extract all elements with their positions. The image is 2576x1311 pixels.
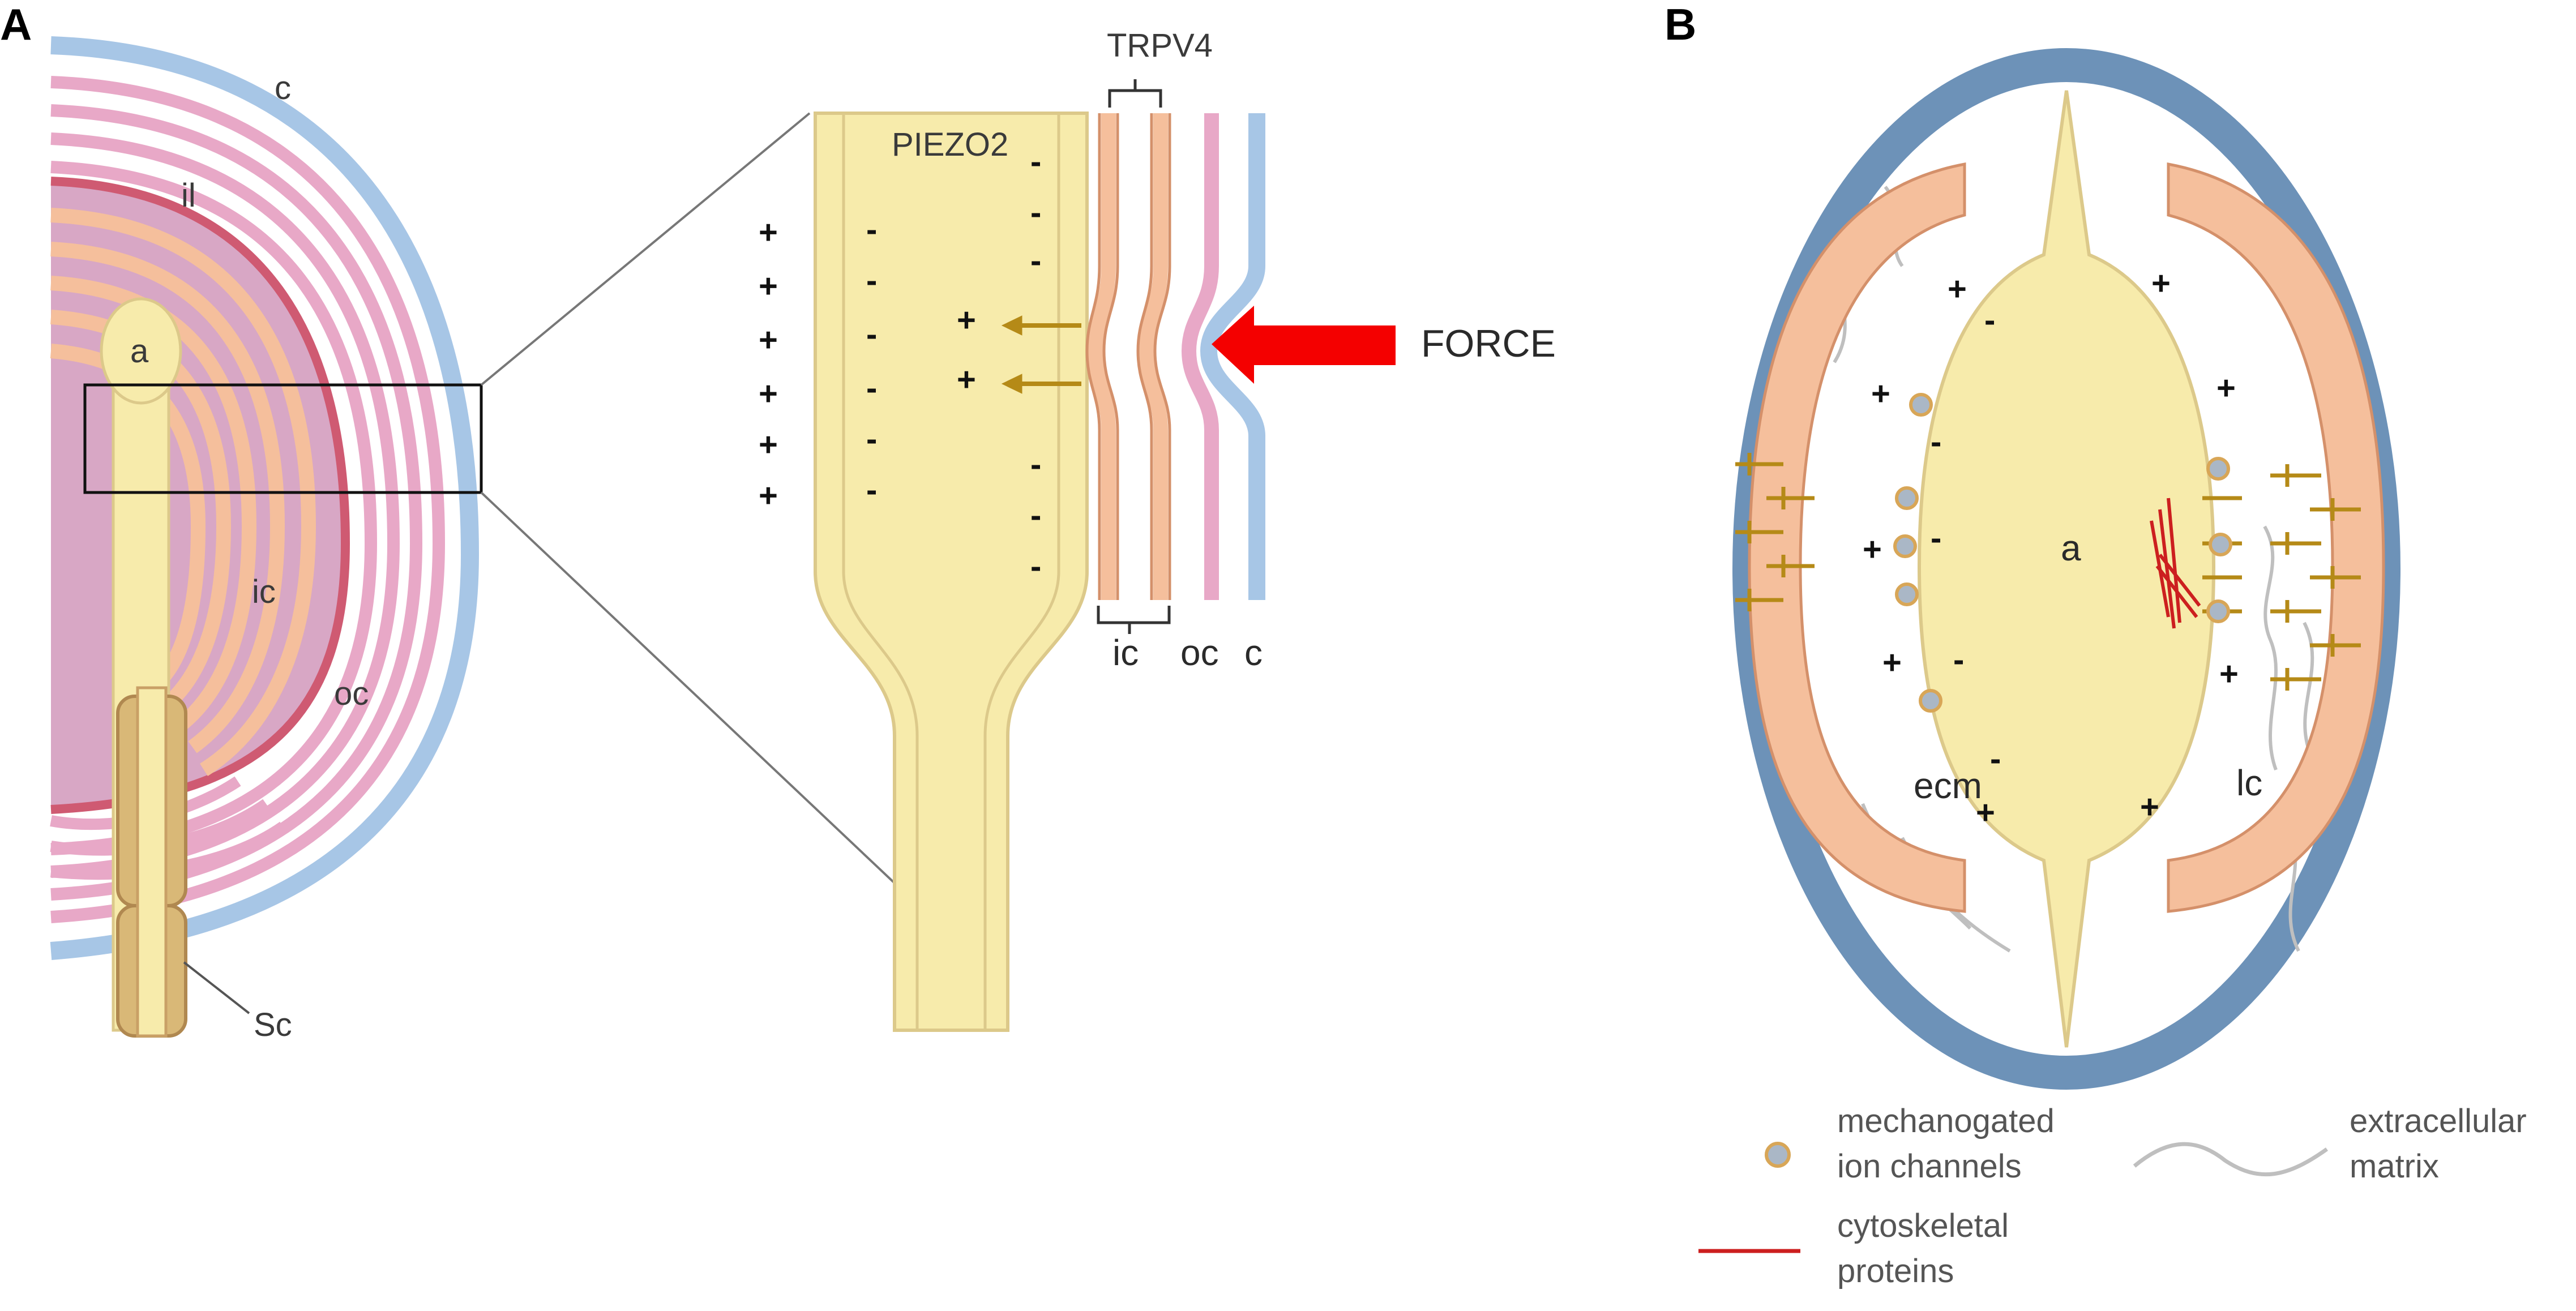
legend-ion-channels: mechanogated ion channels <box>1765 1103 2055 1185</box>
inset-oc-label: oc <box>1180 632 1219 673</box>
svg-text:ion channels: ion channels <box>1837 1148 2022 1185</box>
svg-text:+: + <box>759 426 778 463</box>
svg-text:-: - <box>1931 520 1941 556</box>
inset-box <box>83 383 483 494</box>
corpuscle-panel-a: c il a ic oc Sc <box>50 36 896 1043</box>
tethers-left <box>1735 453 1815 611</box>
svg-text:+: + <box>1882 644 1902 681</box>
svg-text:+: + <box>2216 370 2236 406</box>
charge-signs-b: + - + + + - - + + - + - + + <box>1863 265 2239 831</box>
svg-text:-: - <box>866 472 877 508</box>
svg-text:matrix: matrix <box>2350 1148 2439 1185</box>
schwann-cell-label: Sc <box>254 1006 292 1043</box>
svg-text:+: + <box>759 322 778 358</box>
svg-text:-: - <box>1030 548 1041 585</box>
svg-text:cytoskeletal: cytoskeletal <box>1837 1207 2009 1244</box>
panel-a-label: A <box>0 0 32 49</box>
panel-b-label: B <box>1664 0 1696 49</box>
svg-text:+: + <box>1976 794 1995 831</box>
influx-plus-1: + <box>957 302 976 339</box>
svg-text:+: + <box>1863 531 1882 568</box>
lamellar-cell-label: lc <box>2236 762 2262 803</box>
corpuscle-panel-b: + - + + + - - + + - + - + + a ecm lc <box>1732 48 2400 1090</box>
axon-terminal <box>814 112 1089 1032</box>
svg-text:-: - <box>866 316 877 353</box>
legend-cytoskeletal-proteins: cytoskeletal proteins <box>1698 1207 2009 1289</box>
svg-text:-: - <box>1931 423 1941 460</box>
ecm-label: ecm <box>1914 765 1982 806</box>
inset-magnified: TRPV4 ic oc c PIEZO2 + + + + + + - - - -… <box>759 27 1556 1032</box>
force-arrow <box>1212 306 1396 384</box>
legend-ecm-symbol <box>2133 1142 2329 1177</box>
inset-c-label: c <box>1244 632 1263 673</box>
svg-text:+: + <box>2219 656 2239 692</box>
inner-minus-signs: - - - - - - - - - - - - <box>866 143 1041 585</box>
svg-text:-: - <box>1030 143 1041 180</box>
inner-layer-label: il <box>181 177 196 214</box>
axon-core <box>1917 90 2216 1048</box>
schwann-cell <box>116 686 250 1038</box>
svg-text:-: - <box>866 262 877 299</box>
svg-text:-: - <box>866 370 877 406</box>
inner-core-label: ic <box>252 573 276 610</box>
capsule-label: c <box>275 70 291 106</box>
svg-text:-: - <box>1030 194 1041 231</box>
svg-text:+: + <box>759 375 778 412</box>
svg-text:mechanogated: mechanogated <box>1837 1103 2055 1139</box>
svg-text:-: - <box>1030 242 1041 279</box>
svg-text:-: - <box>1990 740 2001 777</box>
svg-text:-: - <box>866 421 877 457</box>
axon-label-b: a <box>2061 528 2081 568</box>
svg-text:+: + <box>2151 265 2171 302</box>
mechanogated-ion-channels <box>1893 393 2232 713</box>
svg-text:-: - <box>1984 302 1995 339</box>
ion-influx-arrows <box>1001 315 1081 394</box>
svg-text:+: + <box>2140 789 2159 825</box>
svg-text:extracellular: extracellular <box>2350 1103 2527 1139</box>
legend-channel-symbol <box>1765 1142 1791 1168</box>
inset-ic-label: ic <box>1112 632 1139 673</box>
svg-text:-: - <box>1030 497 1041 534</box>
svg-text:proteins: proteins <box>1837 1253 1954 1289</box>
svg-text:+: + <box>759 268 778 305</box>
svg-text:-: - <box>1953 641 1964 678</box>
svg-text:-: - <box>866 211 877 248</box>
svg-text:+: + <box>1871 375 1890 412</box>
cytoskeletal-proteins <box>2150 498 2201 629</box>
outer-core-label: oc <box>334 675 369 712</box>
piezo2-label: PIEZO2 <box>892 126 1008 163</box>
lamellar-cell-right <box>2167 162 2385 913</box>
svg-text:+: + <box>759 214 778 251</box>
legend: mechanogated ion channels extracellular … <box>1698 1103 2527 1289</box>
lamellar-cell-left <box>1748 162 1966 913</box>
svg-text:+: + <box>759 477 778 514</box>
svg-text:+: + <box>1948 271 1967 307</box>
legend-extracellular-matrix: extracellular matrix <box>2133 1103 2527 1185</box>
force-label: FORCE <box>1421 322 1556 365</box>
axon-label: a <box>130 333 149 370</box>
outer-plus-signs: + + + + + + <box>759 214 778 514</box>
trpv4-label: TRPV4 <box>1107 27 1213 64</box>
inner-core-lamellae <box>50 208 316 776</box>
inner-layer <box>50 177 350 814</box>
svg-text:-: - <box>1030 446 1041 483</box>
influx-plus-2: + <box>957 361 976 398</box>
